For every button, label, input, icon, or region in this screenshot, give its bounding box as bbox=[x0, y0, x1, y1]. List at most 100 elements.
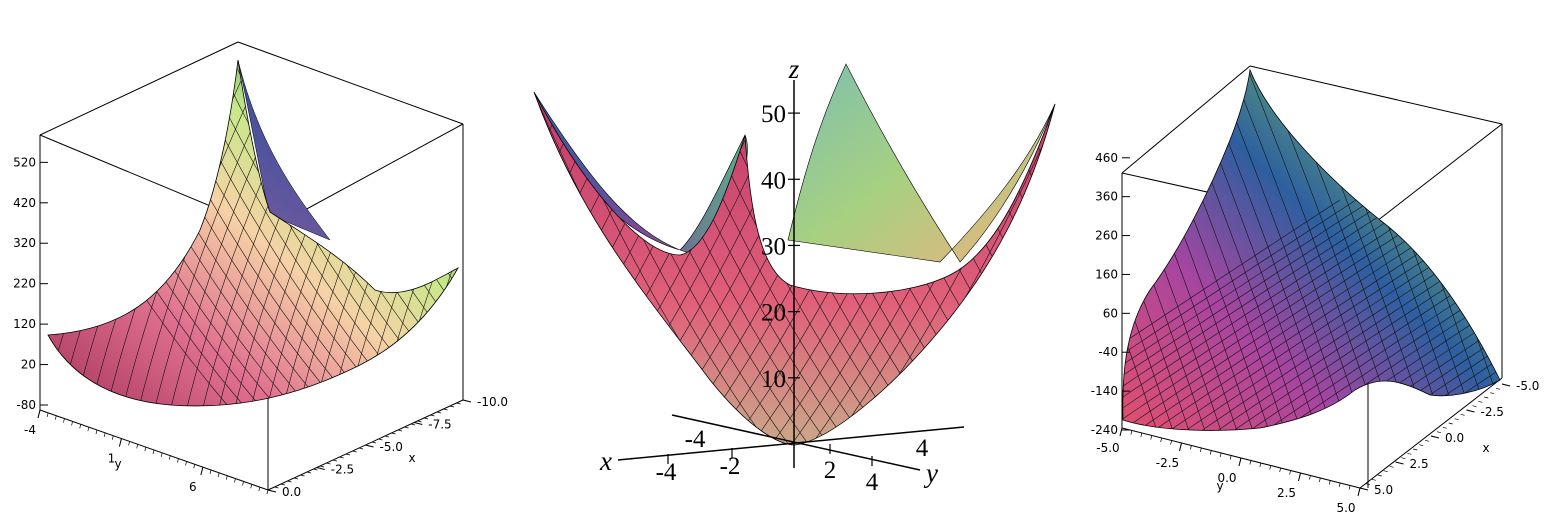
x-minor-tick bbox=[267, 489, 273, 492]
x-minor-tick bbox=[449, 405, 455, 408]
y-minor-tick bbox=[1249, 460, 1252, 465]
y-minor-tick bbox=[38, 409, 41, 415]
x-minor-tick bbox=[1501, 383, 1507, 386]
x-minor-tick bbox=[391, 432, 396, 435]
box-edge bbox=[1249, 65, 1503, 125]
y-minor-tick bbox=[87, 427, 90, 432]
x-tick-mark bbox=[414, 422, 423, 425]
z-tick-label: -240 bbox=[1091, 423, 1118, 437]
mesh-line bbox=[391, 60, 458, 406]
y-minor-tick bbox=[1199, 447, 1202, 453]
x-tick-label: -5.0 bbox=[1516, 379, 1539, 393]
z-tick-label: 50 bbox=[761, 101, 786, 128]
box-edge bbox=[1367, 123, 1503, 229]
x-axis bbox=[617, 426, 965, 461]
x-minor-tick bbox=[274, 486, 279, 489]
mesh-line bbox=[1122, 199, 1405, 431]
x-minor-tick bbox=[339, 456, 344, 459]
mesh-line bbox=[455, 60, 458, 406]
z-tick-label: 160 bbox=[1095, 267, 1118, 281]
y-minor-tick bbox=[1180, 442, 1182, 448]
y-minor-tick bbox=[193, 464, 196, 469]
mesh-line bbox=[1122, 199, 1389, 431]
x-minor-tick bbox=[313, 468, 318, 471]
y-tick-label: 2 bbox=[824, 457, 837, 484]
y-minor-tick bbox=[168, 455, 171, 460]
mesh-line bbox=[939, 92, 1055, 445]
x-tick-label: -2 bbox=[720, 453, 741, 480]
y-minor-tick bbox=[242, 481, 244, 486]
y-minor-tick bbox=[1239, 457, 1242, 463]
y-tick-label: -5.0 bbox=[1096, 441, 1119, 455]
y-minor-tick bbox=[1338, 482, 1341, 488]
y-minor-tick bbox=[1229, 455, 1232, 460]
x-minor-tick bbox=[456, 402, 461, 405]
x-minor-tick bbox=[1389, 465, 1394, 468]
x-minor-tick bbox=[410, 423, 416, 426]
x-minor-tick bbox=[1383, 470, 1388, 473]
y-minor-tick bbox=[95, 429, 98, 435]
y-minor-tick bbox=[63, 418, 65, 423]
x-minor-tick bbox=[423, 417, 429, 420]
box-edge bbox=[1121, 65, 1251, 174]
x-minor-tick bbox=[1472, 405, 1477, 408]
surface bbox=[533, 63, 1056, 446]
y-minor-tick bbox=[258, 487, 261, 492]
x-minor-tick bbox=[1371, 478, 1376, 481]
z-tick-label: 460 bbox=[1095, 151, 1118, 165]
y-axis bbox=[671, 414, 921, 471]
x-minor-tick bbox=[319, 465, 325, 468]
mesh-line bbox=[1227, 70, 1369, 431]
x-tick-label: 2.5 bbox=[1410, 457, 1429, 471]
y-minor-tick bbox=[128, 441, 130, 446]
mesh-line bbox=[1122, 70, 1241, 431]
back-x-tick-label: -4 bbox=[685, 426, 706, 453]
y-minor-tick bbox=[1309, 475, 1311, 480]
mesh-line bbox=[359, 60, 458, 406]
mesh-line bbox=[1122, 199, 1357, 431]
y-minor-tick bbox=[136, 444, 139, 449]
z-tick-label: 20 bbox=[761, 300, 786, 327]
x-minor-tick bbox=[1466, 409, 1471, 412]
mesh-line bbox=[879, 92, 1055, 445]
y-tick-label: 2.5 bbox=[1277, 486, 1296, 500]
x-minor-tick bbox=[306, 471, 312, 474]
y-minor-tick bbox=[1190, 445, 1192, 450]
surface bbox=[1122, 68, 1501, 431]
y-tick-label: -4 bbox=[24, 423, 36, 437]
mesh-line bbox=[439, 60, 458, 406]
x-minor-tick bbox=[1401, 457, 1406, 460]
x-minor-tick bbox=[1419, 444, 1424, 447]
y-minor-tick bbox=[250, 484, 253, 489]
x-minor-tick bbox=[1484, 396, 1489, 399]
z-tick-label: -140 bbox=[1091, 384, 1118, 398]
x-minor-tick bbox=[332, 459, 338, 462]
x-minor-tick bbox=[417, 420, 422, 423]
x-minor-tick bbox=[1454, 418, 1459, 421]
x-minor-tick bbox=[443, 408, 448, 411]
x-minor-tick bbox=[1407, 452, 1412, 455]
y-tick-label: 5.0 bbox=[1336, 501, 1355, 515]
y-minor-tick bbox=[152, 449, 155, 455]
x-minor-tick bbox=[1495, 387, 1501, 390]
mesh-line bbox=[1251, 199, 1501, 431]
x-minor-tick bbox=[462, 399, 468, 402]
y-minor-tick bbox=[266, 489, 269, 495]
y-minor-tick bbox=[209, 469, 212, 475]
y-tick-label: 1 bbox=[108, 452, 116, 466]
x-minor-tick bbox=[1442, 426, 1447, 429]
mesh-line bbox=[1219, 199, 1501, 431]
y-minor-tick bbox=[1219, 452, 1222, 458]
z-tick-label: 360 bbox=[1095, 190, 1118, 204]
x-minor-tick bbox=[1478, 400, 1483, 403]
y-minor-tick bbox=[46, 412, 49, 417]
x-minor-tick bbox=[1377, 474, 1382, 477]
y-axis-label: y bbox=[114, 457, 121, 471]
box-edge bbox=[39, 41, 239, 136]
z-tick-label: 60 bbox=[1103, 306, 1118, 320]
y-minor-tick bbox=[103, 432, 106, 437]
mesh-line bbox=[1203, 199, 1501, 431]
